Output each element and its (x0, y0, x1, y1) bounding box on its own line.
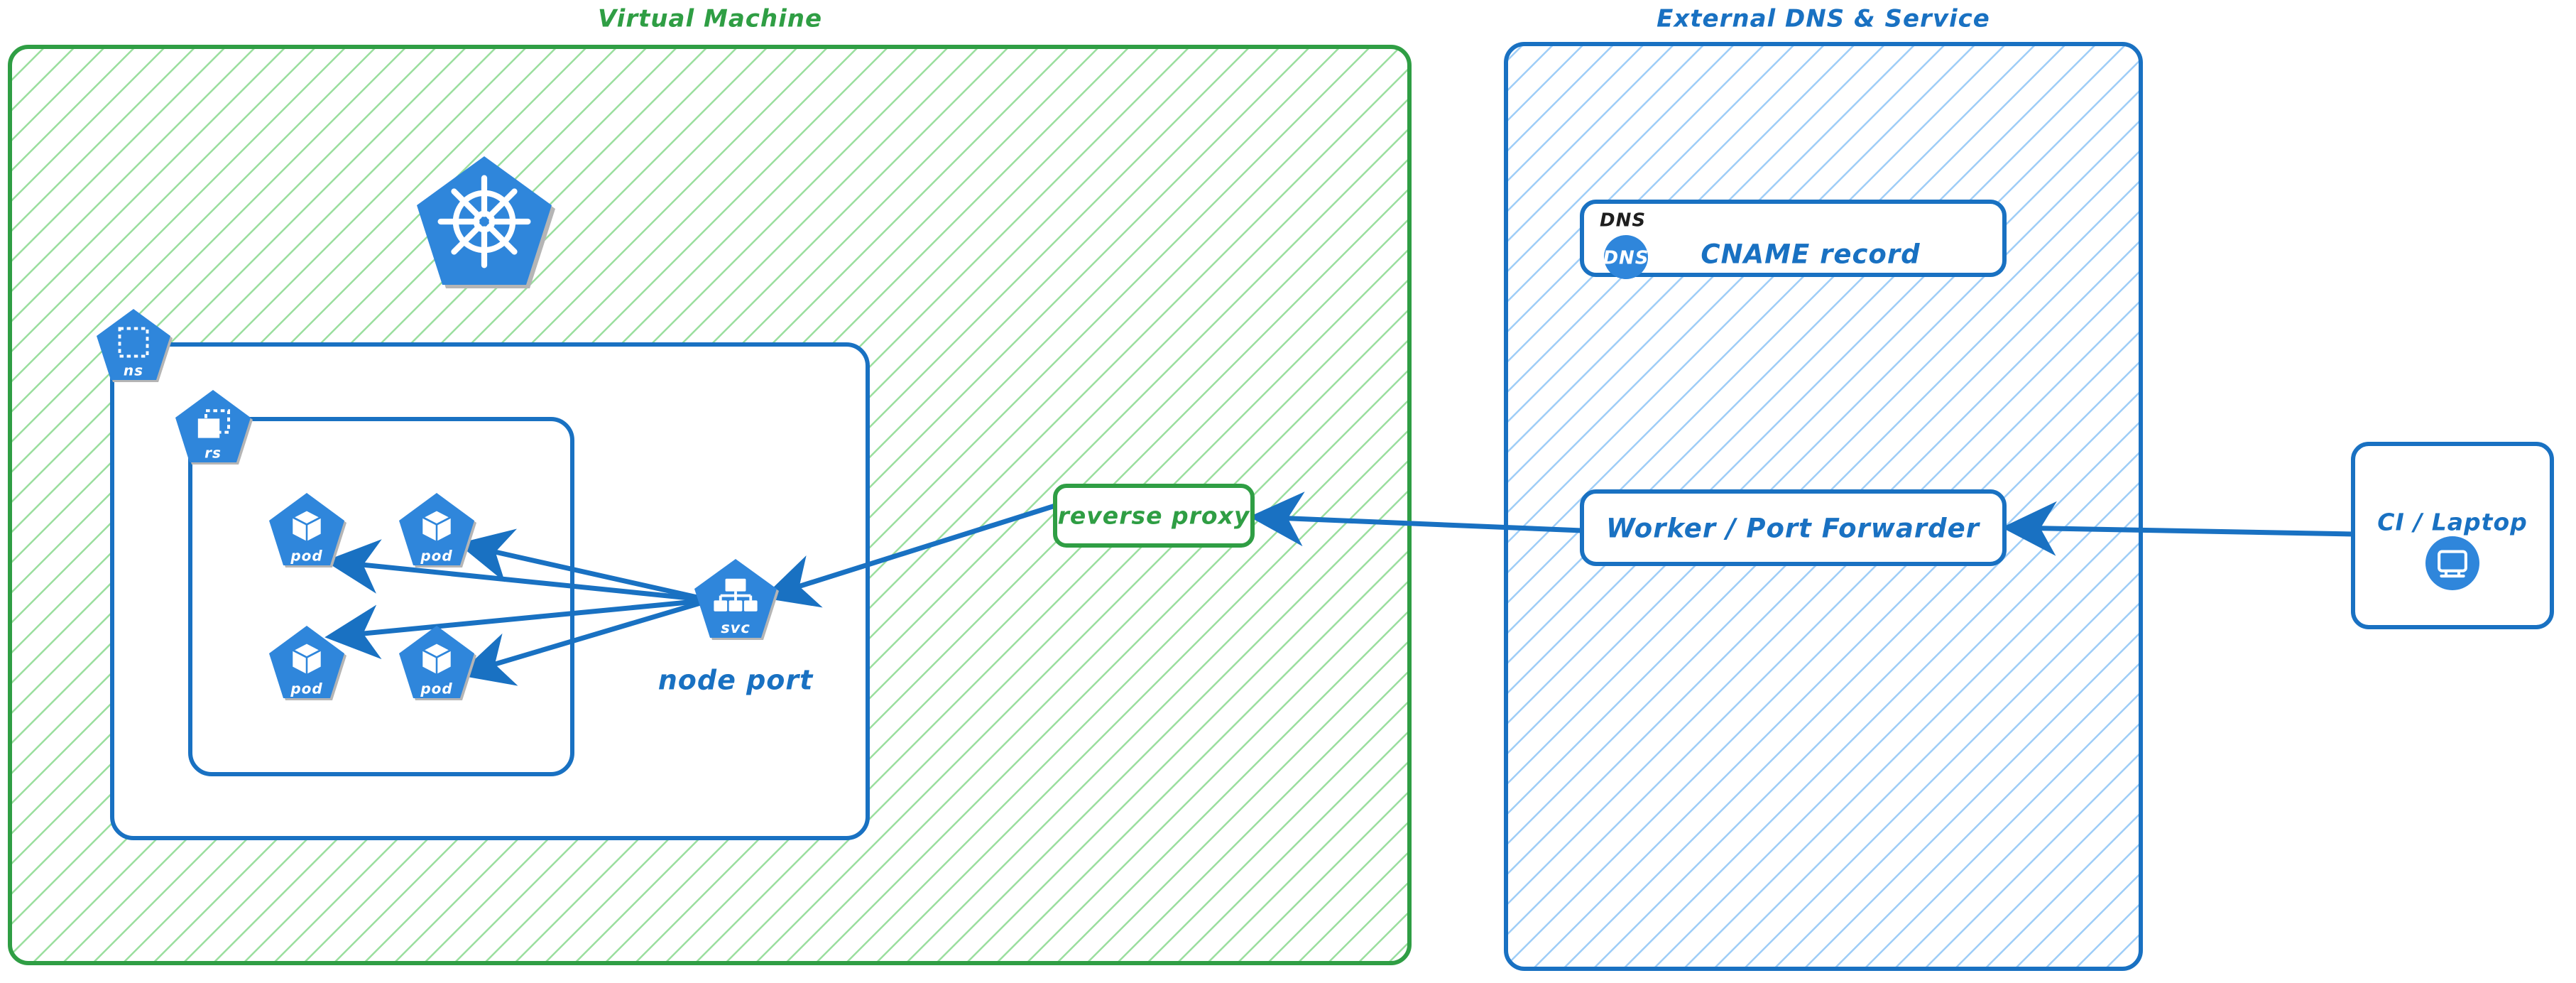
arrow-reverse-proxy-to-svc (762, 503, 1057, 608)
reverse-proxy-box[interactable]: reverse proxy (1053, 484, 1255, 548)
ci-laptop-frame (2351, 442, 2554, 629)
virtual-machine-title: Virtual Machine (598, 5, 822, 33)
group-external-dns-service: External DNS & Service (1504, 5, 2143, 971)
arrow-group-service-to-pods (324, 528, 711, 686)
service-icon: svc (694, 559, 779, 640)
arrow-ci-laptop-to-worker (2002, 501, 2354, 556)
pod-icon-3-label: pod (290, 680, 322, 697)
dns-record-label: CNAME record (1701, 239, 1920, 270)
namespace-icon-label: ns (124, 362, 143, 379)
ci-laptop-box[interactable]: CI / Laptop (2351, 442, 2554, 629)
pod-icon-1-label: pod (290, 548, 322, 565)
dns-record-box[interactable]: DNS DNS CNAME record (1580, 200, 2007, 279)
node-port-label: node port (658, 665, 814, 696)
arrow-svc-to-pod-2 (457, 528, 711, 603)
service-icon-label: svc (721, 619, 751, 636)
replicaset-icon-label: rs (204, 445, 222, 462)
arrow-svc-to-pod-3 (324, 597, 711, 660)
worker-port-forwarder-label: Worker / Port Forwarder (1606, 514, 1981, 544)
reverse-proxy-label: reverse proxy (1058, 502, 1250, 530)
replicaset-icon: rs (175, 390, 253, 465)
kubernetes-logo (417, 156, 555, 288)
pod-icon-4-label: pod (420, 680, 452, 697)
external-dns-service-title: External DNS & Service (1657, 5, 1990, 33)
monitor-icon (2425, 536, 2479, 590)
pod-icon-2-label: pod (420, 548, 452, 565)
replicaset-box[interactable] (188, 417, 574, 776)
reverse-proxy-box-frame (1053, 484, 1255, 548)
dns-record-badge: DNS (1600, 210, 1646, 232)
namespace-icon: ns (97, 309, 173, 382)
ci-laptop-label: CI / Laptop (2377, 509, 2528, 536)
arrow-worker-to-reverse-proxy (1249, 492, 1583, 547)
worker-port-forwarder-box[interactable]: Worker / Port Forwarder (1580, 489, 2007, 566)
arrow-svc-to-pod-1 (324, 539, 711, 603)
pod-icon-3: pod (269, 626, 346, 700)
dns-record-box-frame (1580, 200, 2007, 277)
pod-icon-2: pod (399, 493, 476, 567)
arrow-svc-to-pod-4 (457, 597, 711, 686)
dns-chip-label: DNS (1603, 248, 1649, 269)
pod-icon-4: pod (399, 626, 476, 700)
worker-port-forwarder-frame (1580, 489, 2007, 566)
pod-icon-1: pod (269, 493, 346, 567)
dns-chip-circle (1604, 235, 1648, 279)
